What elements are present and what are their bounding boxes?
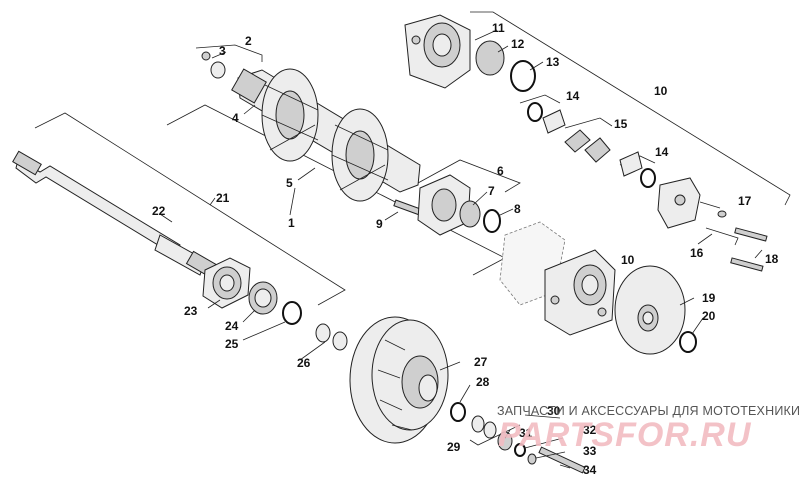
callout-numbers: 1 2 3 4 5 6 7 8 9 10 10 11 12 13 14 14 1… xyxy=(152,21,779,477)
callout-2: 2 xyxy=(245,34,252,48)
callout-3: 3 xyxy=(219,44,226,58)
bolt-34 xyxy=(538,446,586,474)
callout-33: 33 xyxy=(583,444,597,458)
callout-30: 30 xyxy=(547,404,561,418)
callout-7: 7 xyxy=(488,184,495,198)
bearing-12 xyxy=(475,40,505,76)
callout-21: 21 xyxy=(216,191,230,205)
callout-31: 31 xyxy=(519,426,533,440)
washers-29 xyxy=(471,415,497,439)
washer-33 xyxy=(527,453,537,465)
seal-plate-6 xyxy=(417,174,471,236)
callout-8: 8 xyxy=(514,202,521,216)
callout-14-lower: 14 xyxy=(655,145,669,159)
bushing-14-lower xyxy=(619,151,656,188)
callout-20: 20 xyxy=(702,309,716,323)
sprocket-5 xyxy=(261,68,389,202)
caliper-10 xyxy=(657,177,701,229)
callout-32: 32 xyxy=(583,423,597,437)
callout-leaders xyxy=(159,29,763,469)
bearing-31 xyxy=(497,431,513,451)
callout-12: 12 xyxy=(511,37,525,51)
callout-6: 6 xyxy=(497,164,504,178)
callout-27: 27 xyxy=(474,355,488,369)
flange-23 xyxy=(202,257,251,309)
bearing-24 xyxy=(248,281,278,315)
callout-17: 17 xyxy=(738,194,752,208)
bolts-18 xyxy=(730,227,768,272)
callout-14-upper: 14 xyxy=(566,89,580,103)
circlip-32 xyxy=(514,443,526,457)
callout-22: 22 xyxy=(152,204,166,218)
callout-5: 5 xyxy=(286,176,293,190)
callout-29: 29 xyxy=(447,440,461,454)
pads-15 xyxy=(564,129,611,163)
seal-7 xyxy=(459,200,481,228)
callout-13: 13 xyxy=(546,55,560,69)
callout-25: 25 xyxy=(225,337,239,351)
callout-1: 1 xyxy=(288,216,295,230)
callout-10-upper: 10 xyxy=(654,84,668,98)
oring-13 xyxy=(510,60,536,92)
callout-34: 34 xyxy=(583,463,597,477)
oring-8 xyxy=(483,209,501,233)
callout-26: 26 xyxy=(297,356,311,370)
driven-clutch-27 xyxy=(349,316,449,444)
callout-10-lower: 10 xyxy=(621,253,635,267)
callout-19: 19 xyxy=(702,291,716,305)
spring-16 xyxy=(705,227,739,246)
watermark-logo: PARTSFOR.RU xyxy=(498,416,752,454)
oring-25 xyxy=(282,301,302,325)
callout-11: 11 xyxy=(492,21,505,35)
washers-26 xyxy=(315,323,348,351)
callout-4: 4 xyxy=(232,111,239,125)
callout-9: 9 xyxy=(376,217,383,231)
pin-17 xyxy=(717,210,727,218)
circlip-20 xyxy=(679,331,697,353)
group-brackets xyxy=(34,11,791,446)
brake-disc-19 xyxy=(614,265,686,355)
chaincase-10-upper xyxy=(404,14,471,89)
callout-16: 16 xyxy=(690,246,704,260)
oring-28 xyxy=(450,402,466,422)
callout-15: 15 xyxy=(614,117,628,131)
chaincase-10-lower xyxy=(544,249,616,336)
bushing-14-upper xyxy=(527,102,566,134)
callout-24: 24 xyxy=(225,319,239,333)
watermark-caption: ЗАПЧАСТИ И АКСЕССУАРЫ ДЛЯ МОТОТЕХНИКИ xyxy=(497,404,800,418)
callout-28: 28 xyxy=(476,375,490,389)
callout-18: 18 xyxy=(765,252,779,266)
callout-23: 23 xyxy=(184,304,198,318)
shaft-22 xyxy=(12,150,221,280)
